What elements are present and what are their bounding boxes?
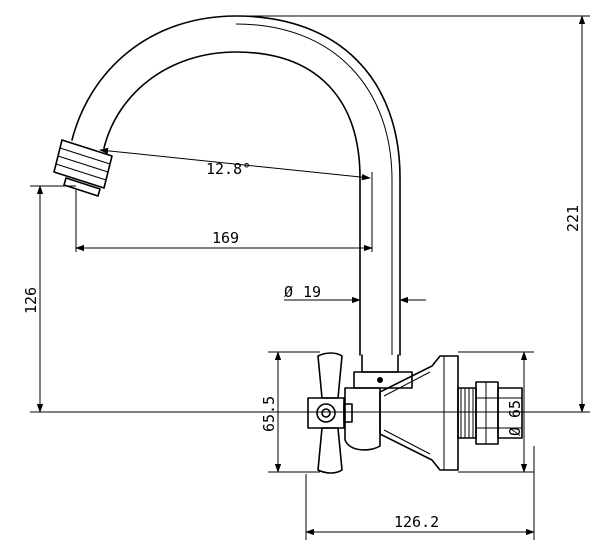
extension-lines [30,15,590,540]
aerator [53,139,113,197]
dim-pipe-diameter-label: 19 [303,283,321,301]
dim-spout-reach: 169 [75,229,373,252]
dim-total-height: 221 [564,15,586,413]
dim-total-height-label: 221 [564,205,582,232]
cross-handle [307,352,353,474]
dim-body-length: 126.2 [305,513,535,536]
dim-base-diameter-label: 65 [506,400,524,418]
dim-base-diameter: Ø 65 [506,351,528,473]
dim-pipe-diameter-symbol: Ø [284,283,293,301]
dim-outlet-height: 126 [22,185,44,413]
dim-spout-reach-label: 169 [212,229,239,247]
dim-pipe-diameter: Ø 19 [284,283,426,304]
dim-spout-angle-label: 12.8° [206,160,251,178]
dim-base-diameter-symbol: Ø [506,427,524,436]
dim-spout-angle: 12.8° [99,147,371,181]
dim-outlet-height-label: 126 [22,287,40,314]
spout [71,15,401,356]
dim-body-height: 65.5 [260,351,282,473]
dim-body-length-label: 126.2 [394,513,439,531]
dim-body-height-label: 65.5 [260,396,278,432]
